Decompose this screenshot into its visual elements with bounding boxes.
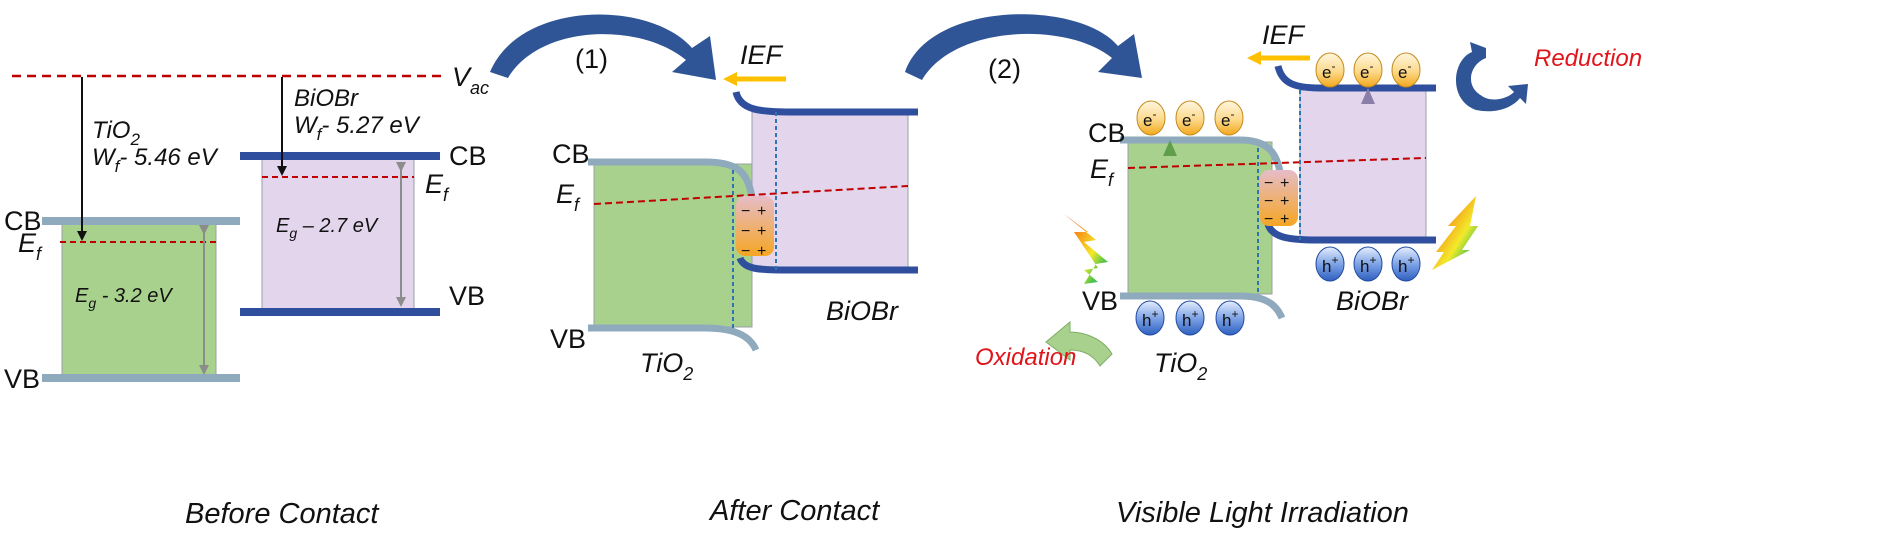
biobr-cb-electron: e- bbox=[1353, 52, 1383, 88]
biobr-cb-electron: e- bbox=[1315, 52, 1345, 88]
light-ef-label: Ef bbox=[1090, 154, 1115, 190]
panel-visible-light: − − − + + + IEF e- e- e- e- bbox=[975, 20, 1642, 529]
after-contact-caption: After Contact bbox=[708, 495, 881, 527]
svg-text:h+: h+ bbox=[1322, 253, 1338, 276]
after-biobr-vb-band bbox=[736, 256, 918, 274]
light-bolt-icon bbox=[1064, 214, 1108, 284]
after-minus-sign: − bbox=[741, 223, 750, 240]
biobr-work-function-label: Wf- 5.27 eV bbox=[294, 112, 421, 144]
svg-text:e-: e- bbox=[1322, 59, 1335, 82]
tio2-cb-electron: e- bbox=[1175, 100, 1205, 136]
tio2-work-function-label: Wf- 5.46 eV bbox=[92, 144, 219, 176]
light-plus-sign: + bbox=[1280, 193, 1289, 210]
step-arrow-1: (1) bbox=[490, 14, 716, 80]
light-biobr-cb-band bbox=[1274, 64, 1436, 92]
svg-text:e-: e- bbox=[1182, 107, 1195, 130]
light-minus-sign: − bbox=[1264, 211, 1273, 228]
svg-text:e-: e- bbox=[1360, 59, 1373, 82]
tio2-name-label: TiO2 bbox=[92, 117, 140, 149]
biobr-vb-hole: h+ bbox=[1315, 246, 1345, 282]
tio2-vb-hole: h+ bbox=[1215, 300, 1245, 336]
after-tio2-region bbox=[593, 163, 753, 328]
after-plus-sign: + bbox=[757, 203, 766, 220]
after-space-charge-region bbox=[736, 196, 774, 256]
visible-light-caption: Visible Light Irradiation bbox=[1116, 497, 1409, 529]
biobr-band-gap-label: Eg – 2.7 eV bbox=[276, 215, 379, 241]
after-ef-label: Ef bbox=[556, 179, 581, 215]
light-space-charge-region bbox=[1260, 170, 1298, 226]
svg-text:h+: h+ bbox=[1398, 253, 1414, 276]
svg-text:h+: h+ bbox=[1360, 253, 1376, 276]
after-minus-sign: − bbox=[741, 243, 750, 260]
oxidation-arrow-icon bbox=[1045, 320, 1113, 367]
after-plus-sign: + bbox=[757, 243, 766, 260]
biobr-band-gap-box bbox=[261, 156, 415, 312]
tio2-band-gap-box bbox=[61, 221, 217, 378]
after-biobr-cb-band bbox=[732, 90, 918, 116]
step-1-label: (1) bbox=[575, 44, 608, 74]
after-tio2-label: TiO2 bbox=[640, 348, 693, 384]
light-plus-sign: + bbox=[1280, 211, 1289, 228]
oxidation-label: Oxidation bbox=[975, 344, 1076, 371]
svg-text:e-: e- bbox=[1398, 59, 1411, 82]
biobr-ef-label: Ef bbox=[425, 169, 450, 205]
light-fermi-line bbox=[1127, 157, 1427, 169]
after-cb-label: CB bbox=[552, 139, 590, 169]
tio2-excitation-arrowhead bbox=[1163, 140, 1177, 156]
light-biobr-label: BiOBr bbox=[1336, 286, 1409, 316]
light-bolt-icon bbox=[1432, 196, 1478, 270]
after-ief-label: IEF bbox=[740, 40, 784, 70]
biobr-cb-electron: e- bbox=[1391, 52, 1421, 88]
before-contact-caption: Before Contact bbox=[185, 498, 380, 530]
light-biobr-vb-band bbox=[1264, 222, 1436, 244]
light-minus-sign: − bbox=[1264, 175, 1273, 192]
light-cb-label: CB bbox=[1088, 118, 1126, 148]
light-biobr-region bbox=[1299, 89, 1427, 241]
light-tio2-label: TiO2 bbox=[1154, 348, 1207, 384]
biobr-cb-label: CB bbox=[449, 141, 487, 171]
tio2-vb-hole: h+ bbox=[1175, 300, 1205, 336]
light-plus-sign: + bbox=[1280, 175, 1289, 192]
after-plus-sign: + bbox=[757, 223, 766, 240]
panel-after-contact: − − − + + + IEF CB Ef VB TiO2 BiOBr Afte… bbox=[550, 40, 918, 527]
light-tio2-vb-band bbox=[1120, 292, 1286, 320]
tio2-cb-electron: e- bbox=[1136, 100, 1166, 136]
tio2-cb-electron: e- bbox=[1214, 100, 1244, 136]
after-fermi-line bbox=[593, 185, 909, 205]
svg-text:h+: h+ bbox=[1142, 307, 1158, 330]
tio2-vb-label: VB bbox=[4, 364, 40, 394]
reduction-label: Reduction bbox=[1534, 45, 1642, 72]
after-minus-sign: − bbox=[741, 203, 750, 220]
step-arrow-2: (2) bbox=[905, 14, 1142, 84]
tio2-band-gap-label: Eg - 3.2 eV bbox=[75, 285, 173, 311]
biobr-excitation-arrowhead bbox=[1361, 88, 1375, 104]
after-vb-label: VB bbox=[550, 324, 586, 354]
biobr-vb-hole: h+ bbox=[1391, 246, 1421, 282]
light-ief-label: IEF bbox=[1262, 20, 1306, 50]
light-vb-label: VB bbox=[1082, 286, 1118, 316]
biobr-name-label: BiOBr bbox=[294, 85, 359, 112]
tio2-ef-label: Ef bbox=[18, 228, 43, 264]
after-tio2-cb-band bbox=[588, 158, 756, 199]
step-2-label: (2) bbox=[988, 54, 1021, 84]
biobr-vb-hole: h+ bbox=[1353, 246, 1383, 282]
reduction-arrow-icon bbox=[1456, 42, 1528, 112]
svg-text:e-: e- bbox=[1221, 107, 1234, 130]
light-tio2-cb-band bbox=[1120, 136, 1284, 173]
svg-text:e-: e- bbox=[1143, 107, 1156, 130]
vacuum-level-label: Vac bbox=[452, 62, 489, 98]
light-minus-sign: − bbox=[1264, 193, 1273, 210]
after-biobr-label: BiOBr bbox=[826, 296, 899, 326]
biobr-vb-label: VB bbox=[449, 281, 485, 311]
after-tio2-vb-band bbox=[588, 324, 760, 352]
panel-before-contact: Vac TiO2 Wf- 5.46 eV CB Ef VB Eg - 3.2 e… bbox=[4, 62, 489, 530]
tio2-cb-label: CB bbox=[4, 206, 42, 236]
tio2-vb-hole: h+ bbox=[1135, 300, 1165, 336]
svg-text:h+: h+ bbox=[1222, 307, 1238, 330]
svg-text:h+: h+ bbox=[1182, 307, 1198, 330]
